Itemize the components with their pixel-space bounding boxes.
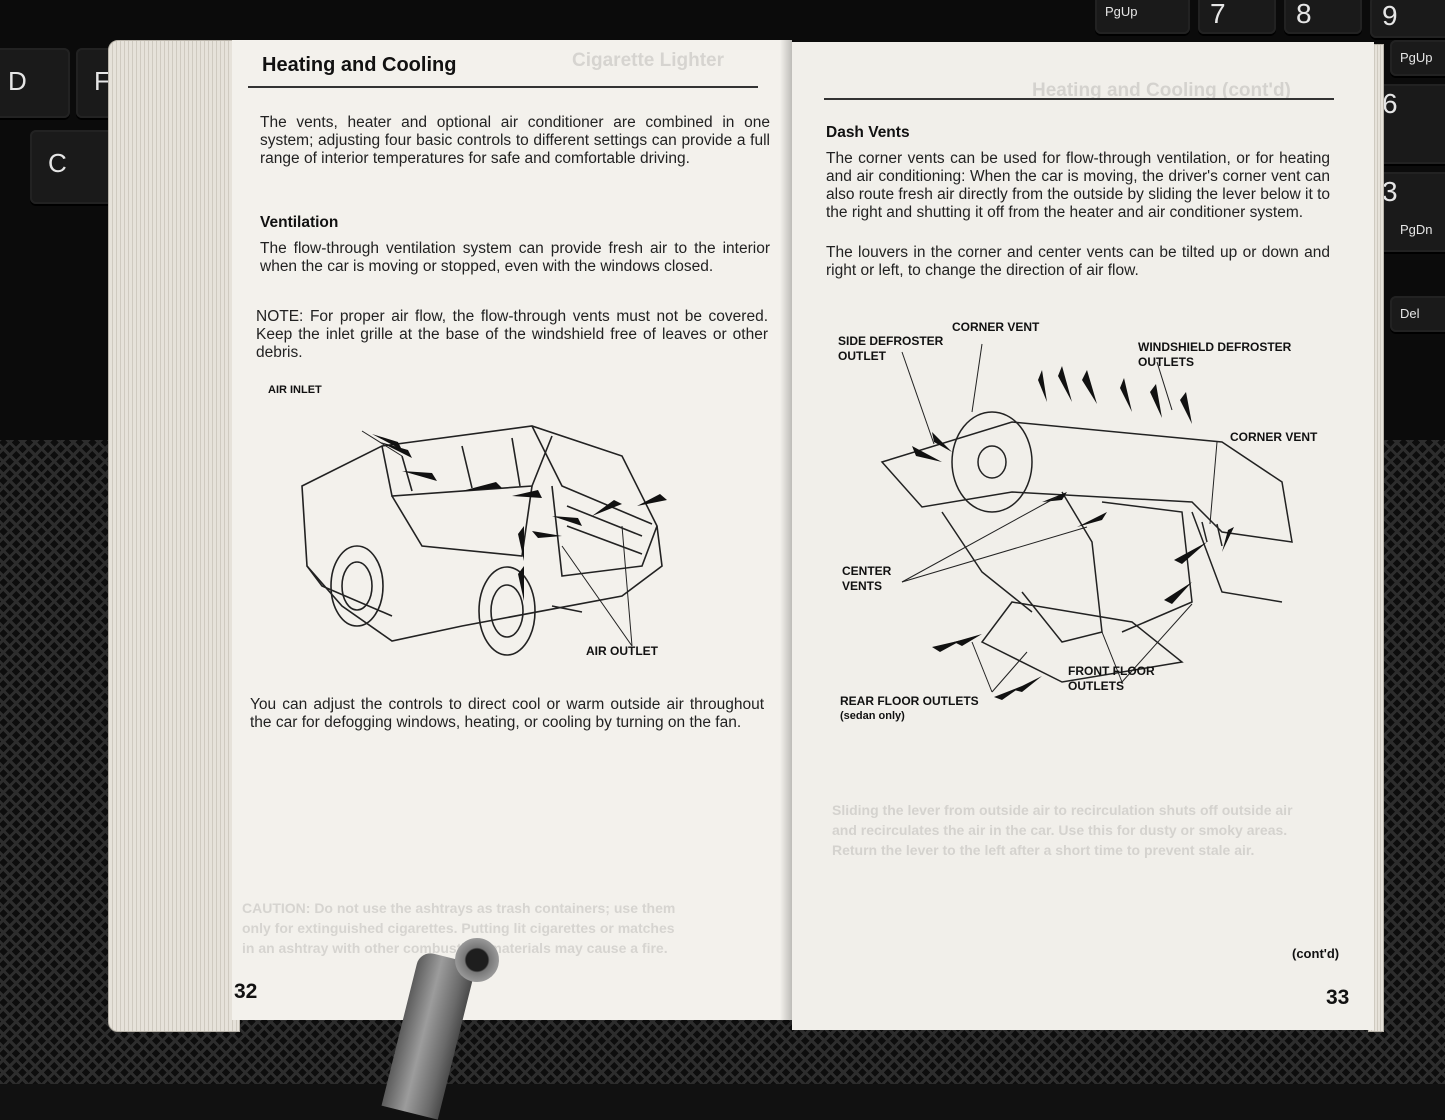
label-air-inlet: AIR INLET <box>268 384 322 396</box>
left-page: Cigarette Lighter Heating and Cooling Th… <box>232 40 792 1020</box>
page-title: Heating and Cooling <box>262 54 457 76</box>
dash-vents-heading: Dash Vents <box>826 124 910 141</box>
key-pgdn: PgDn <box>1400 222 1433 237</box>
dashboard-drawing <box>880 343 1293 700</box>
label-windshield-defroster-outlets: WINDSHIELD DEFROSTER OUTLETS <box>1138 340 1292 369</box>
label-rear-floor-outlets: REAR FLOOR OUTLETS <box>840 694 979 708</box>
ventilation-paragraph: The flow-through ventilation system can … <box>260 240 770 275</box>
note-paragraph: NOTE: For proper air flow, the flow-thro… <box>256 308 768 361</box>
dash-vents-paragraph-2: The louvers in the corner and center ven… <box>826 244 1330 279</box>
car-ventilation-illustration <box>262 376 742 676</box>
page-number-right: 33 <box>1326 986 1350 1009</box>
header-rule <box>824 98 1334 100</box>
label-corner-vent-top: CORNER VENT <box>952 320 1040 334</box>
key-del: Del <box>1390 296 1445 332</box>
label-front-floor-outlets: FRONT FLOOR OUTLETS <box>1068 664 1155 693</box>
key-9: 9 <box>1370 0 1445 38</box>
page-stack-edge <box>108 40 240 1032</box>
dashboard-vents-illustration <box>862 342 1322 702</box>
intro-paragraph: The vents, heater and optional air condi… <box>260 114 770 167</box>
label-sedan-only: (sedan only) <box>840 710 905 722</box>
page-number-left: 32 <box>234 980 258 1003</box>
key-pgup: PgUp <box>1095 0 1190 34</box>
right-page: Heating and Cooling (cont'd) Dash Vents … <box>792 42 1374 1030</box>
label-center-vents: CENTER VENTS <box>842 564 892 593</box>
label-side-defroster-outlet: SIDE DEFROSTER OUTLET <box>838 334 944 363</box>
label-corner-vent-right: CORNER VENT <box>1230 430 1318 444</box>
key-pgup-alt: PgUp <box>1390 40 1445 76</box>
closing-paragraph: You can adjust the controls to direct co… <box>250 696 764 731</box>
car-drawing <box>301 425 667 656</box>
key-d: D <box>0 48 70 118</box>
key-7: 7 <box>1198 0 1276 34</box>
ventilation-heading: Ventilation <box>260 214 339 231</box>
label-air-outlet: AIR OUTLET <box>586 644 658 658</box>
continued-marker: (cont'd) <box>1292 946 1340 961</box>
dash-vents-paragraph-1: The corner vents can be used for flow-th… <box>826 150 1330 221</box>
title-rule <box>248 86 758 88</box>
key-8: 8 <box>1284 0 1362 34</box>
